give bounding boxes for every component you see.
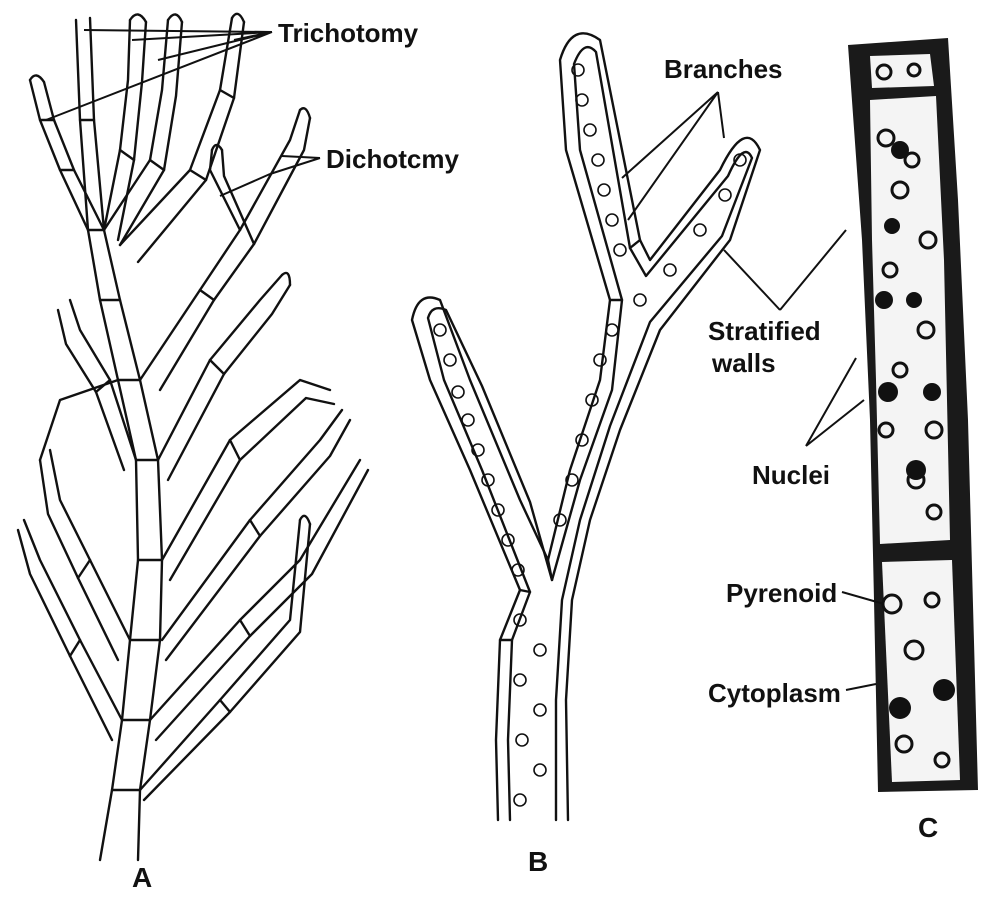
stratified-walls-leader <box>724 230 846 310</box>
label-nuclei: Nuclei <box>752 462 830 488</box>
panel-label-b: B <box>528 848 548 876</box>
cytoplasm-leader <box>846 684 876 690</box>
label-dichotomy: Dichotcmy <box>326 146 459 172</box>
panel-b-cell-contents <box>434 64 746 806</box>
panel-a-thallus-drawing <box>18 14 368 860</box>
label-branches: Branches <box>664 56 783 82</box>
label-cytoplasm: Cytoplasm <box>708 680 841 706</box>
label-stratified-walls-line1: Stratified <box>708 318 821 344</box>
label-pyrenoid: Pyrenoid <box>726 580 837 606</box>
panel-label-a: A <box>132 864 152 892</box>
panel-label-c: C <box>918 814 938 842</box>
label-stratified-walls-line2: walls <box>712 350 776 376</box>
label-trichotomy: Trichotomy <box>278 20 418 46</box>
nuclei-leader <box>806 358 864 446</box>
panel-c-cell-drawing <box>848 38 978 792</box>
